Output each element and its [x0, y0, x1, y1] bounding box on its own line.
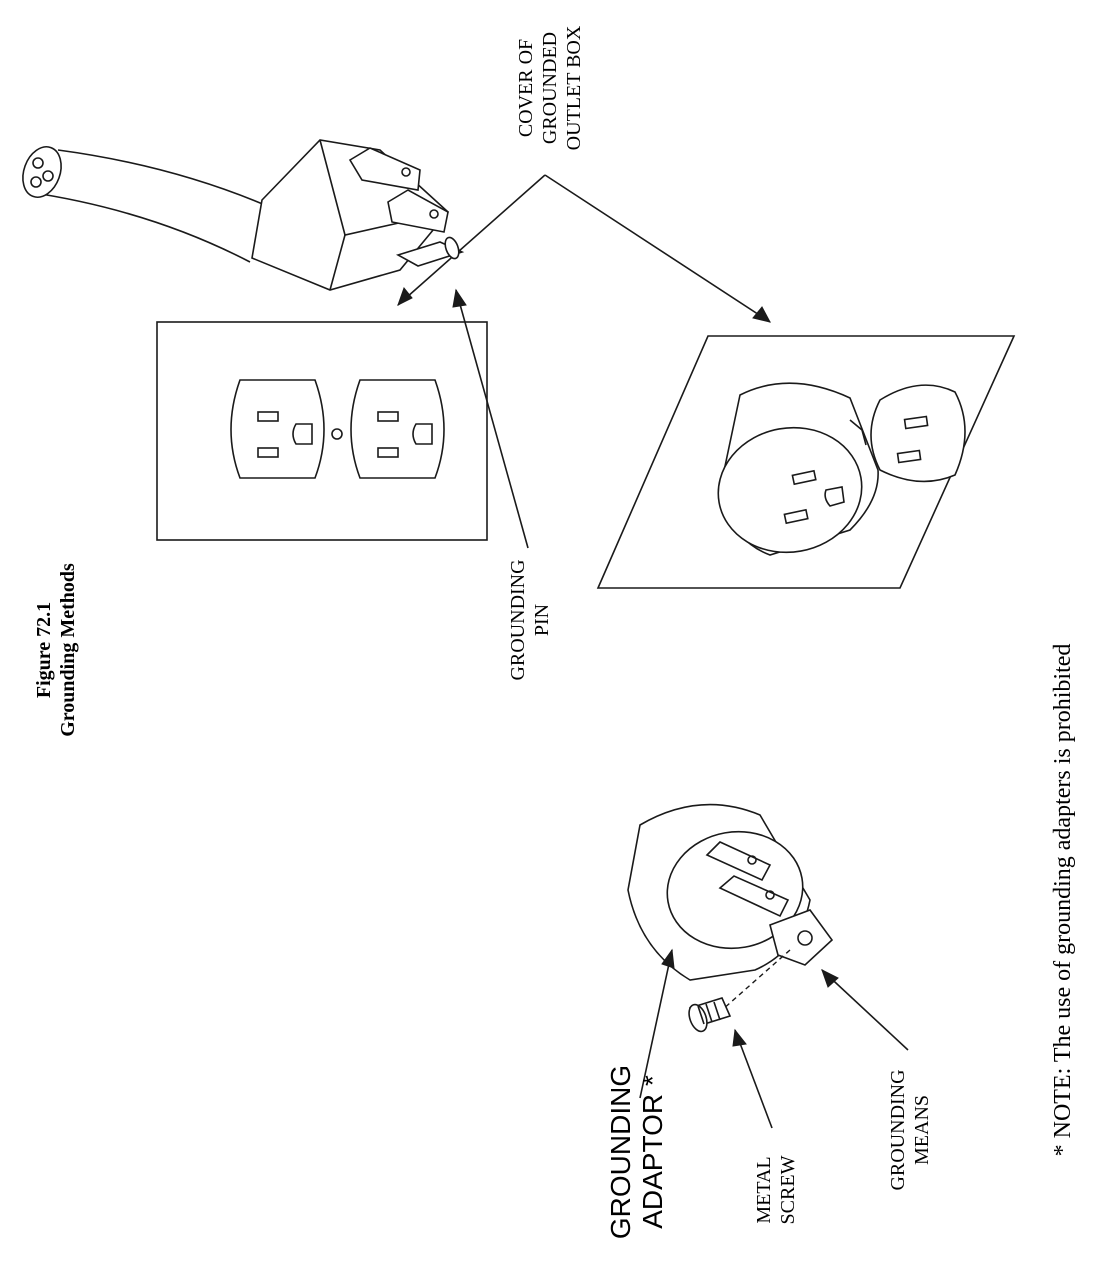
grounding-means-callout: GROUNDING MEANS — [822, 970, 933, 1191]
metal-screw-icon — [686, 998, 730, 1034]
grounded-plug — [16, 140, 462, 290]
figure-number: Figure 72.1 — [33, 602, 55, 698]
grounding-pin-callout: GROUNDING PIN — [453, 290, 553, 681]
grounding-pin-label-line-2: PIN — [531, 604, 553, 636]
cover-screw-icon — [332, 429, 342, 439]
arrow-to-perspective-outlet — [545, 175, 770, 322]
metal-screw-callout: METAL SCREW — [733, 1030, 799, 1224]
prohibition-note: * NOTE: The use of grounding adapters is… — [1050, 644, 1076, 1157]
grounding-means-label-line-2: MEANS — [911, 1095, 933, 1165]
grounding-adaptor-label-line-2: ADAPTOR * — [637, 1075, 668, 1229]
outlet-cover-label-line-3: OUTLET BOX — [563, 25, 585, 150]
grounding-adaptor-callout: GROUNDING ADAPTOR * — [605, 950, 674, 1239]
adapter-in-outlet — [708, 383, 878, 563]
metal-screw-label-line-1: METAL — [753, 1156, 775, 1223]
figure-title: Grounding Methods — [57, 563, 79, 737]
receptacle-right — [351, 380, 444, 478]
grounding-adaptor-label-line-1: GROUNDING — [605, 1065, 636, 1239]
outlet-cover-label: COVER OF GROUNDED OUTLET BOX — [515, 25, 585, 150]
receptacle-perspective — [871, 385, 965, 481]
metal-screw-label-line-2: SCREW — [777, 1155, 799, 1224]
outlet-cover-label-line-2: GROUNDED — [539, 32, 561, 144]
outlet-cover-label-line-1: COVER OF — [515, 39, 537, 137]
outlet-cover-front-view — [157, 322, 487, 540]
grounding-adapter — [628, 805, 832, 1010]
arrowhead-flat-outlet — [398, 288, 412, 305]
outlet-cover-perspective-view — [598, 336, 1014, 588]
outlet-cover-plate — [157, 322, 487, 540]
grounding-means-label-line-1: GROUNDING — [887, 1069, 909, 1190]
figure-caption: Figure 72.1 Grounding Methods — [33, 563, 79, 737]
cord-top-edge — [58, 150, 265, 205]
cord-bottom-edge — [28, 192, 250, 262]
grounding-pin-label-line-1: GROUNDING — [507, 559, 529, 680]
receptacle-left — [231, 380, 324, 478]
grounding-pin-arrow — [456, 290, 528, 548]
arrowhead-perspective-outlet — [753, 307, 770, 322]
grounding-means-arrow — [822, 970, 908, 1050]
